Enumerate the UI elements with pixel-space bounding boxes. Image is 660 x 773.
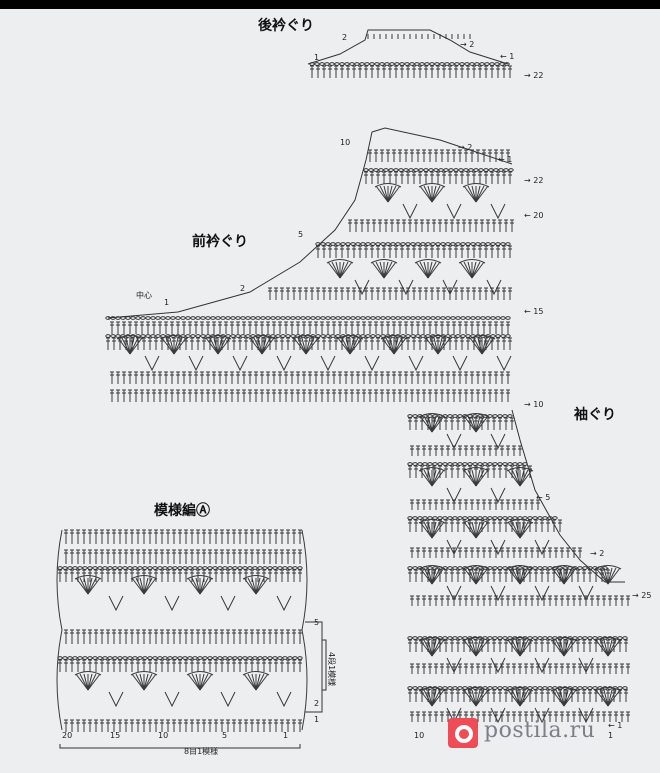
front-neck-outline	[107, 127, 513, 319]
front-left2-label: 2	[240, 284, 245, 293]
pattern-axis-5: 5	[222, 731, 227, 740]
front-row10-label: 10	[340, 138, 350, 147]
armhole-row1-label: ← 1	[608, 721, 622, 730]
front-row22-label: → 22	[524, 176, 543, 185]
armhole-row2-label: → 2	[590, 549, 604, 558]
pattern-title: 模様編Ⓐ	[154, 503, 210, 519]
front-neck-title: 前衿ぐり	[192, 234, 248, 250]
back-row2-label: 2	[342, 33, 347, 42]
front-arrow2-label: → 2	[458, 143, 472, 152]
pattern-row2-label: 2	[314, 699, 319, 708]
armhole-row25-label: → 25	[632, 591, 651, 600]
pattern-row1-label: 1	[314, 715, 319, 724]
armhole-row5-label: ← 5	[536, 493, 550, 502]
back-row22-label: → 22	[524, 71, 543, 80]
back-arrow2-label: → 2	[460, 40, 474, 49]
pattern-axis-10: 10	[158, 731, 168, 740]
armhole-title: 袖ぐり	[574, 407, 616, 423]
center-label: 中心	[136, 290, 152, 300]
front-row20-label: ← 20	[524, 211, 543, 220]
armhole-axis-1: 1	[608, 731, 613, 740]
back-row1-label: 1	[314, 53, 319, 62]
front-left1-label: 1	[164, 298, 169, 307]
pattern-repeat-label: 4段1模様	[327, 652, 337, 686]
outline-lines	[107, 29, 625, 583]
pattern-axis-20: 20	[62, 731, 72, 740]
top-bar	[0, 0, 660, 9]
pattern-bracket	[59, 621, 327, 749]
stitch-grid	[56, 34, 630, 732]
stitch-repeat-label: 8目1模様	[184, 746, 218, 756]
armhole-outline	[511, 409, 625, 583]
front-row5-label: 5	[298, 230, 303, 239]
watermark-logo-icon	[448, 718, 478, 748]
back-arrow1-label: ← 1	[500, 52, 514, 61]
back-neck-title: 後衿ぐり	[258, 18, 314, 34]
armhole-axis-10: 10	[414, 731, 424, 740]
pattern-axis-1: 1	[283, 731, 288, 740]
watermark-text: postila.ru	[484, 718, 596, 743]
back-neck-outline	[307, 29, 509, 65]
front-row10b-label: → 10	[524, 400, 543, 409]
pattern-axis-15: 15	[110, 731, 120, 740]
front-row15-label: ← 15	[524, 307, 543, 316]
front-arrow1-label: ← 1	[498, 155, 512, 164]
